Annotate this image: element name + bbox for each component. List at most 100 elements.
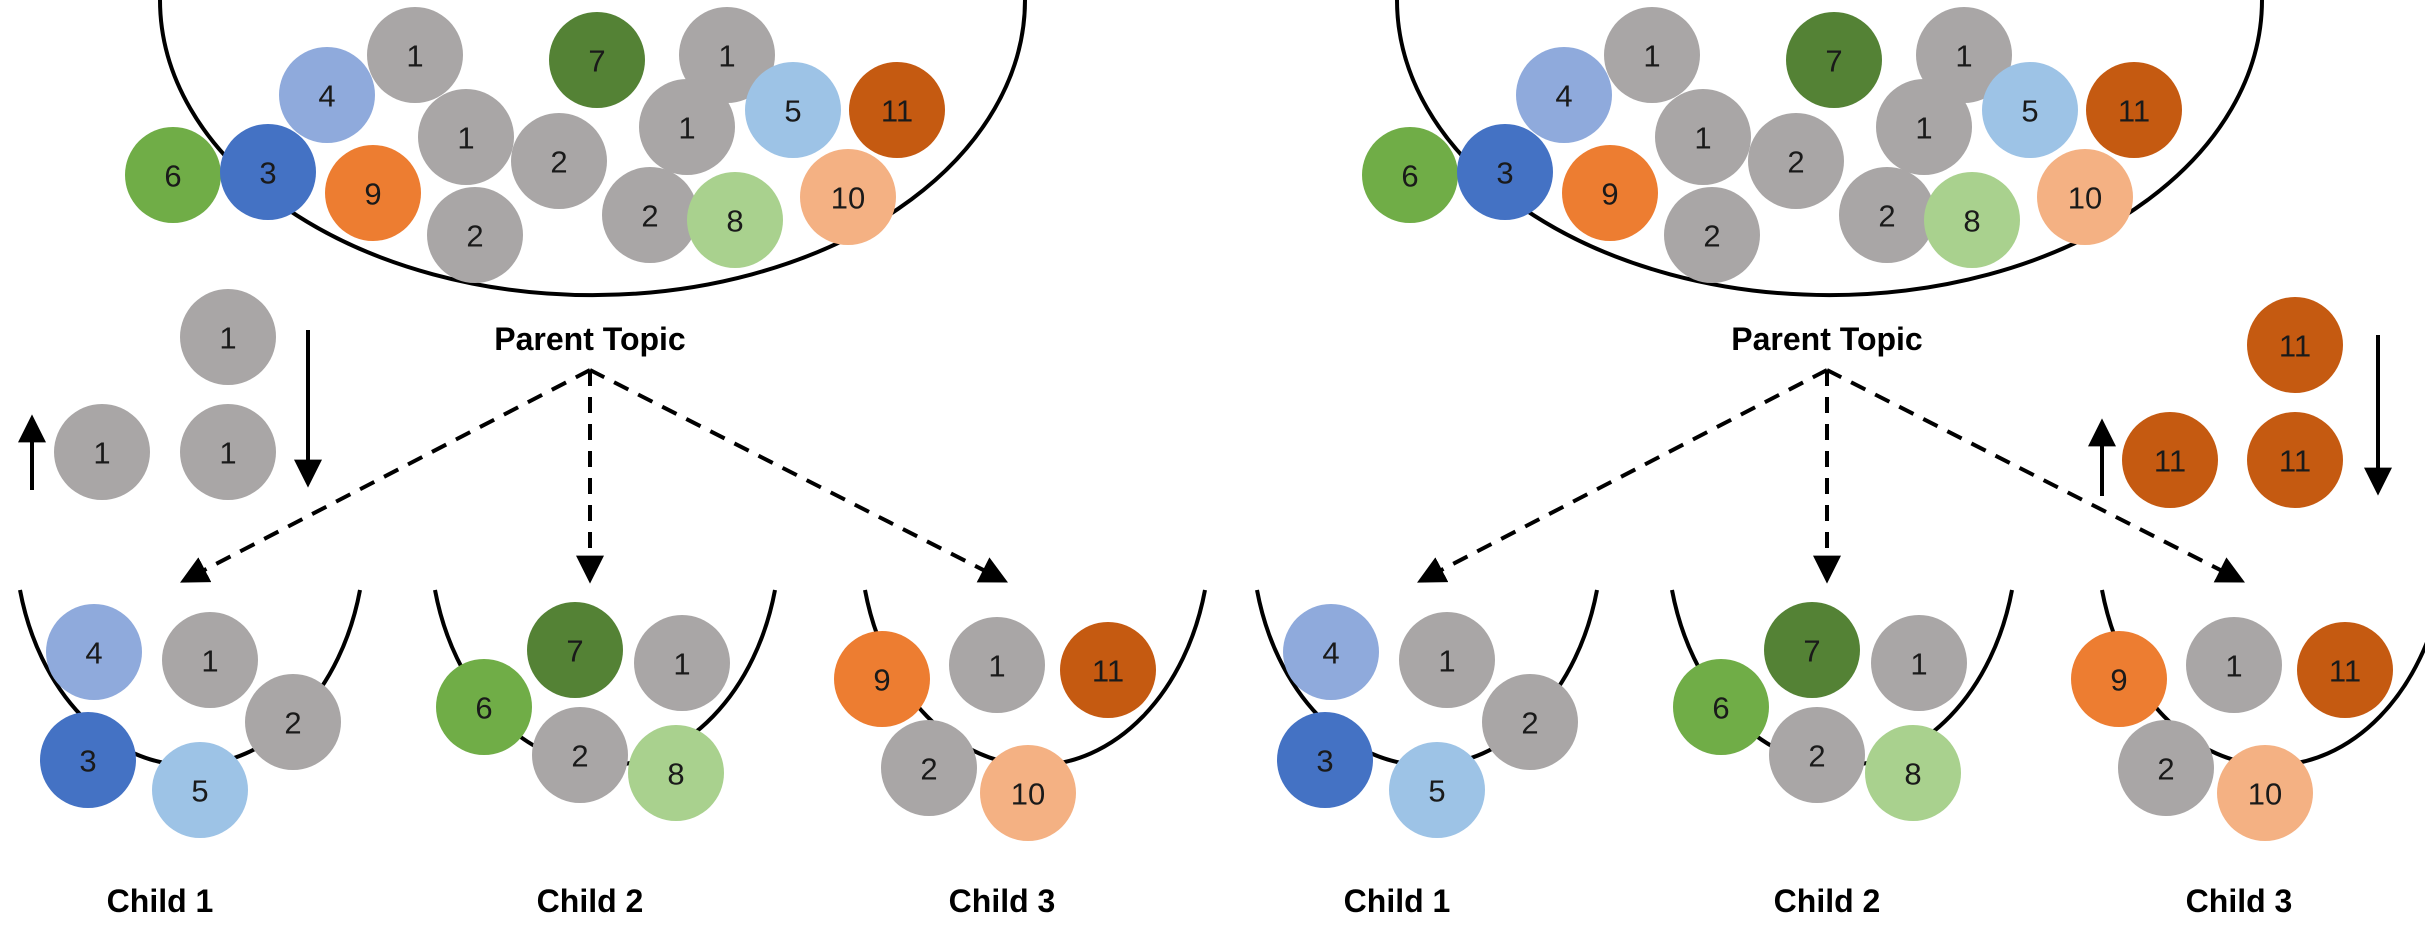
- topic-ball-number: 8: [667, 757, 684, 792]
- child-label-3: Child 3: [949, 883, 1056, 919]
- child-label-1: Child 1: [107, 883, 214, 919]
- parent-topic-ball: 10: [800, 149, 896, 245]
- child-topic-ball: 5: [1389, 742, 1485, 838]
- topic-ball-number: 10: [2248, 777, 2282, 812]
- child-label-2: Child 2: [1774, 883, 1881, 919]
- child-topic-ball: 3: [1277, 712, 1373, 808]
- child-topic-ball: 4: [1283, 604, 1379, 700]
- child-topic-ball: 7: [1764, 602, 1860, 698]
- parent-bowl: [158, 0, 1027, 298]
- topic-ball-number: 1: [1915, 111, 1932, 146]
- topic-ball-number: 8: [1904, 757, 1921, 792]
- side-ball-right: 11: [2247, 412, 2343, 508]
- topic-ball-circle: [849, 62, 945, 158]
- topic-ball-circle: [1283, 604, 1379, 700]
- topic-ball-number: 2: [641, 199, 658, 234]
- topic-ball-number: 2: [1808, 739, 1825, 774]
- child-label-2: Child 2: [537, 883, 644, 919]
- parent-topic-ball: 10: [2037, 149, 2133, 245]
- topic-ball-circle: [602, 167, 698, 263]
- topic-ball-number: 5: [1428, 774, 1445, 809]
- parent-bowl: [1395, 0, 2264, 298]
- topic-ball-number: 3: [79, 744, 96, 779]
- topic-ball-number: 6: [1712, 691, 1729, 726]
- parent-topic-ball: 6: [125, 127, 221, 223]
- topic-ball-circle: [427, 187, 523, 283]
- side-ball-top: 11: [2247, 297, 2343, 393]
- topic-ball-number: 4: [85, 636, 102, 671]
- topic-ball-number: 9: [1601, 177, 1618, 212]
- topic-ball-number: 11: [2329, 654, 2361, 689]
- parent-topic-ball: 2: [427, 187, 523, 283]
- topic-ball-circle: [2186, 617, 2282, 713]
- topic-ball-number: 1: [457, 121, 474, 156]
- child-topic-ball: 1: [1871, 615, 1967, 711]
- topic-ball-circle: [1277, 712, 1373, 808]
- parent-topic-ball: 1: [1876, 79, 1972, 175]
- topic-ball-circle: [279, 47, 375, 143]
- topic-ball-number: 7: [566, 634, 583, 669]
- topic-ball-circle: [1748, 113, 1844, 209]
- panel-1: [158, 0, 1027, 298]
- topic-ball-circle: [54, 404, 150, 500]
- topic-ball-number: 11: [2118, 94, 2150, 129]
- topic-ball-circle: [40, 712, 136, 808]
- topic-ball-circle: [1924, 172, 2020, 268]
- topic-ball-circle: [549, 12, 645, 108]
- topic-ball-circle: [1060, 622, 1156, 718]
- child-topic-ball: 11: [1060, 622, 1156, 718]
- topic-ball-number: 7: [1825, 44, 1842, 79]
- child-topic-ball: 2: [245, 674, 341, 770]
- topic-ball-number: 3: [259, 156, 276, 191]
- topic-ball-circle: [1839, 167, 1935, 263]
- topic-ball-circle: [162, 612, 258, 708]
- topic-ball-circle: [745, 62, 841, 158]
- topic-ball-number: 6: [164, 159, 181, 194]
- child-label-1: Child 1: [1344, 883, 1451, 919]
- parent-topic-ball: 11: [2086, 62, 2182, 158]
- topic-ball-circle: [980, 745, 1076, 841]
- side-ball-left: 1: [54, 404, 150, 500]
- topic-ball-number: 11: [2279, 444, 2311, 479]
- parent-topic-ball: 8: [1924, 172, 2020, 268]
- topic-ball-circle: [245, 674, 341, 770]
- child-topic-ball: 1: [949, 617, 1045, 713]
- parent-topic-ball: 9: [1562, 145, 1658, 241]
- parent-topic-ball: 2: [1839, 167, 1935, 263]
- topic-ball-circle: [1982, 62, 2078, 158]
- split-arrow-3: [589, 368, 1008, 583]
- side-ball-left: 11: [2122, 412, 2218, 508]
- child-topic-ball: 2: [1769, 707, 1865, 803]
- topic-ball-number: 2: [1878, 199, 1895, 234]
- parent-topic-ball: 1: [1604, 7, 1700, 103]
- topic-ball-circle: [1871, 615, 1967, 711]
- topic-ball-circle: [687, 172, 783, 268]
- topic-ball-number: 2: [550, 145, 567, 180]
- topic-ball-circle: [220, 124, 316, 220]
- topic-ball-circle: [679, 7, 775, 103]
- parent-topic-ball: 7: [1786, 12, 1882, 108]
- topic-ball-circle: [2122, 412, 2218, 508]
- topic-ball-number: 1: [1910, 647, 1927, 682]
- topic-ball-circle: [2247, 297, 2343, 393]
- topic-ball-circle: [2118, 720, 2214, 816]
- child-topic-ball: 5: [152, 742, 248, 838]
- child-topic-ball: 9: [834, 631, 930, 727]
- child-topic-ball: 3: [40, 712, 136, 808]
- side-ball-top: 1: [180, 289, 276, 385]
- parent-topic-ball: 2: [1664, 187, 1760, 283]
- parent-topic-ball: 4: [279, 47, 375, 143]
- topic-ball-number: 5: [2021, 94, 2038, 129]
- topic-ball-number: 1: [219, 436, 236, 471]
- topic-ball-number: 2: [1787, 145, 1804, 180]
- topic-ball-number: 2: [284, 706, 301, 741]
- child-topic-ball: 2: [881, 720, 977, 816]
- child-topic-ball: 4: [46, 604, 142, 700]
- topic-ball-number: 1: [2225, 649, 2242, 684]
- topic-ball-number: 11: [1092, 654, 1124, 689]
- topic-ball-number: 1: [1694, 121, 1711, 156]
- topic-ball-circle: [1764, 602, 1860, 698]
- topic-ball-circle: [1664, 187, 1760, 283]
- topic-ball-number: 9: [364, 177, 381, 212]
- topic-ball-number: 11: [2279, 329, 2311, 364]
